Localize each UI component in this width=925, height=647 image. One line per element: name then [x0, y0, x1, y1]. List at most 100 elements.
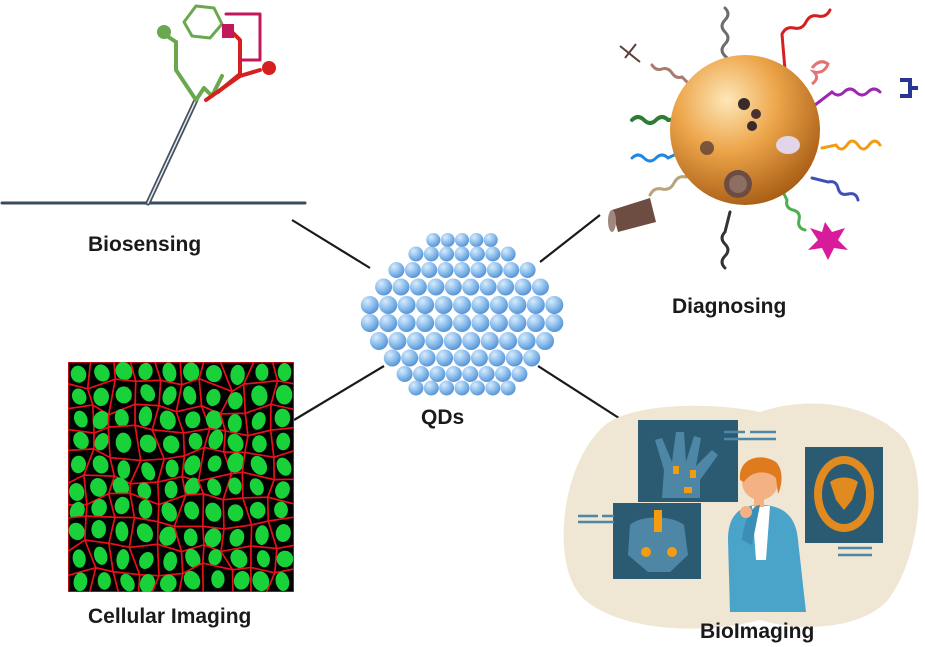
qd-sphere — [397, 314, 416, 332]
qd-sphere — [453, 296, 471, 314]
qd-sphere — [514, 278, 532, 296]
qd-sphere — [360, 296, 379, 314]
qd-sphere — [519, 262, 536, 278]
qd-sphere — [505, 349, 523, 367]
cell-nucleus — [164, 480, 178, 499]
cell-nucleus — [208, 429, 224, 450]
cell-nucleus — [91, 520, 107, 539]
qd-sphere — [526, 296, 545, 314]
cell-nucleus — [250, 455, 268, 475]
qd-sphere — [445, 366, 462, 382]
cell-nucleus — [230, 364, 245, 385]
qd-sphere — [439, 246, 455, 262]
cell-nucleus — [92, 410, 110, 430]
cell-nucleus — [205, 502, 222, 522]
qd-sphere — [545, 314, 564, 332]
qd-sphere — [486, 262, 503, 278]
qd-sphere — [462, 366, 479, 382]
cell-nucleus — [69, 483, 85, 501]
qd-sphere — [454, 262, 470, 278]
qd-sphere — [517, 332, 536, 350]
cell-nucleus — [275, 524, 291, 542]
cell-nucleus — [163, 551, 178, 571]
qd-sphere — [469, 246, 485, 262]
cell-nucleus — [204, 528, 222, 548]
cell-nucleus — [255, 525, 269, 545]
antibody-sensor-icon — [0, 4, 307, 206]
cell-nucleus — [211, 570, 225, 589]
cell-nucleus — [251, 412, 266, 430]
qd-sphere — [485, 380, 501, 396]
cell-nucleus — [112, 477, 130, 496]
cell-nucleus — [249, 478, 264, 496]
qd-sphere — [440, 233, 455, 247]
qd-sphere — [485, 246, 501, 262]
cell-nucleus — [183, 528, 198, 547]
qd-sphere — [397, 296, 416, 314]
cell-nucleus — [228, 477, 242, 495]
qd-sphere — [454, 246, 470, 262]
cell-nucleus — [141, 462, 156, 481]
qd-sphere — [508, 296, 527, 314]
qd-sphere — [406, 332, 425, 350]
cell-nucleus — [227, 504, 244, 522]
label-bioimaging: BioImaging — [700, 620, 815, 643]
cell-nucleus — [140, 384, 156, 402]
qd-sphere — [489, 314, 508, 332]
qd-sphere — [409, 278, 427, 296]
cell-nucleus — [161, 502, 177, 522]
cell-nucleus — [252, 571, 270, 592]
qd-sphere — [489, 296, 508, 314]
cell-nucleus — [227, 433, 244, 452]
cell-nucleus — [276, 457, 292, 476]
cell-nucleus — [277, 363, 292, 382]
cell-nucleus — [275, 572, 290, 591]
qd-sphere — [480, 332, 499, 350]
cell-nucleus — [252, 435, 267, 453]
qd-sphere — [437, 262, 454, 278]
cell-nucleus — [205, 365, 222, 383]
cell-nucleus — [115, 362, 133, 381]
qd-sphere — [421, 262, 438, 278]
qd-sphere — [471, 296, 490, 314]
qd-sphere — [408, 380, 424, 396]
qd-sphere — [427, 278, 445, 296]
cell-nucleus — [162, 362, 177, 382]
cell-nucleus — [233, 571, 250, 590]
qd-sphere — [416, 314, 435, 332]
cell-nucleus — [205, 410, 223, 430]
cell-nucleus — [68, 522, 85, 541]
cell-nucleus — [93, 546, 108, 565]
qd-sphere — [388, 332, 407, 350]
qd-sphere — [423, 380, 439, 396]
qd-sphere — [500, 380, 516, 396]
qd-sphere — [434, 314, 453, 332]
cell-nucleus — [136, 523, 154, 543]
qd-sphere — [388, 262, 405, 278]
cell-nucleus — [188, 432, 203, 450]
qd-sphere — [436, 349, 454, 367]
qd-sphere — [471, 314, 490, 332]
qd-sphere — [454, 380, 470, 396]
cell-nucleus — [138, 499, 153, 519]
qd-sphere — [488, 349, 506, 367]
qd-sphere — [418, 349, 436, 367]
qd-sphere — [497, 278, 515, 296]
cell-nucleus — [183, 570, 201, 590]
cell-nucleus — [276, 550, 294, 568]
cell-nucleus — [274, 408, 291, 428]
label-qds: QDs — [421, 406, 465, 429]
cell-nucleus — [94, 364, 110, 382]
qd-sphere — [379, 314, 398, 332]
cell-nucleus — [206, 388, 221, 407]
cell-nucleus — [139, 552, 154, 569]
cell-nucleus — [230, 549, 248, 568]
cell-nucleus — [276, 432, 291, 451]
cell-nucleus — [159, 574, 177, 592]
cell-nucleus — [208, 549, 222, 566]
qd-sphere — [526, 314, 545, 332]
qd-sphere — [462, 332, 481, 350]
cell-nucleus — [117, 460, 131, 479]
qd-sphere — [499, 332, 518, 350]
cell-nucleus — [94, 433, 109, 451]
